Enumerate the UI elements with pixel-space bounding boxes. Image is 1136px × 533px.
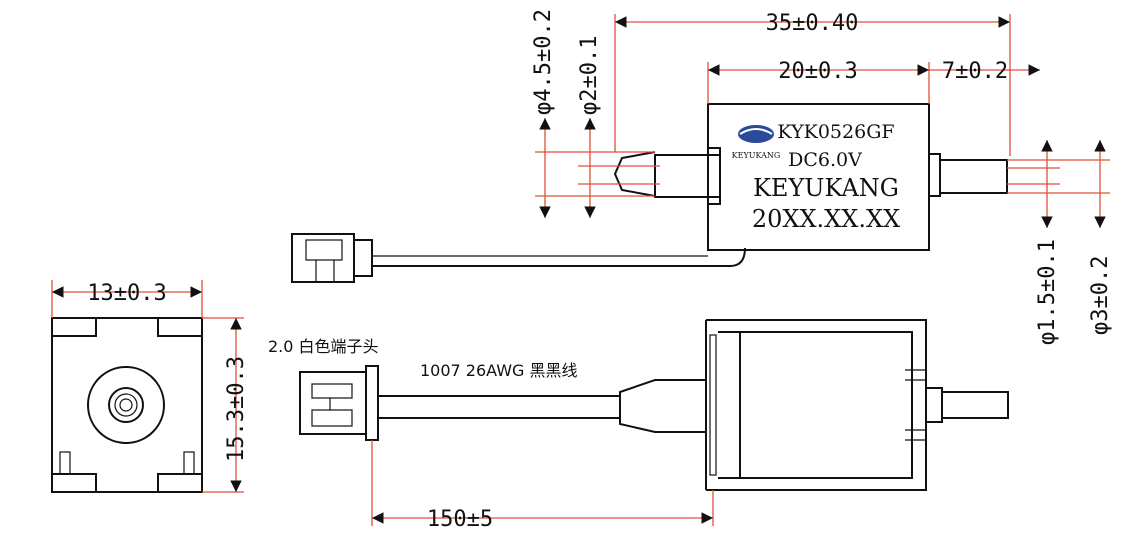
connector-top-latch bbox=[305, 239, 343, 261]
side-dimensions: 150±5 bbox=[371, 440, 714, 532]
outlet-collar bbox=[929, 153, 941, 197]
dim-outlet-length: 7±0.2 bbox=[942, 59, 1008, 84]
end-view bbox=[51, 317, 203, 493]
logo-text: KEYUKANG bbox=[732, 151, 781, 160]
coil bbox=[739, 331, 913, 479]
dim-wire-length: 150±5 bbox=[427, 507, 493, 532]
connector-top-collar bbox=[353, 239, 373, 277]
end-dimensions: 13±0.3 15.3±0.3 bbox=[51, 280, 249, 493]
wire-note: 1007 26AWG 黑黑线 bbox=[420, 361, 578, 380]
top-dimensions: 35±0.40 20±0.3 7±0.2 φ4.5±0.2 φ2±0.1 φ1.… bbox=[531, 9, 1113, 345]
dim-inlet-outer-dia: φ4.5±0.2 bbox=[531, 9, 556, 115]
valve-body bbox=[707, 103, 930, 251]
top-view: KEYUKANG KYK0526GF DC6.0V KEYUKANG 20XX.… bbox=[291, 103, 1008, 283]
inlet-flange bbox=[708, 147, 721, 205]
voltage-label: DC6.0V bbox=[788, 149, 862, 171]
connector-top bbox=[291, 233, 355, 283]
end-view-bore-outer bbox=[87, 366, 165, 444]
strain-relief bbox=[619, 379, 706, 433]
dim-body-length: 20±0.3 bbox=[778, 59, 857, 84]
dim-inlet-inner-dia: φ2±0.1 bbox=[577, 36, 602, 115]
dim-overall-length: 35±0.40 bbox=[766, 11, 859, 36]
date-label: 20XX.XX.XX bbox=[752, 205, 900, 233]
outlet-nozzle bbox=[939, 159, 1008, 194]
dim-end-height: 15.3±0.3 bbox=[224, 356, 249, 462]
connector-side bbox=[299, 371, 367, 435]
side-view bbox=[299, 319, 1009, 491]
brand-label: KEYUKANG bbox=[753, 174, 899, 202]
inlet-stem bbox=[654, 154, 720, 198]
inlet-barb bbox=[613, 151, 656, 197]
keyukang-logo-icon: KEYUKANG bbox=[732, 125, 781, 160]
wire-top-1 bbox=[372, 247, 746, 267]
side-outlet-nozzle bbox=[941, 391, 1009, 419]
connector-note: 2.0 白色端子头 bbox=[268, 337, 379, 356]
model-label: KYK0526GF bbox=[777, 121, 894, 143]
dim-outlet-outer-dia: φ3±0.2 bbox=[1088, 256, 1113, 335]
dim-end-width: 13±0.3 bbox=[87, 281, 166, 306]
end-view-body bbox=[51, 317, 203, 493]
dim-outlet-inner-dia: φ1.5±0.1 bbox=[1035, 239, 1060, 345]
